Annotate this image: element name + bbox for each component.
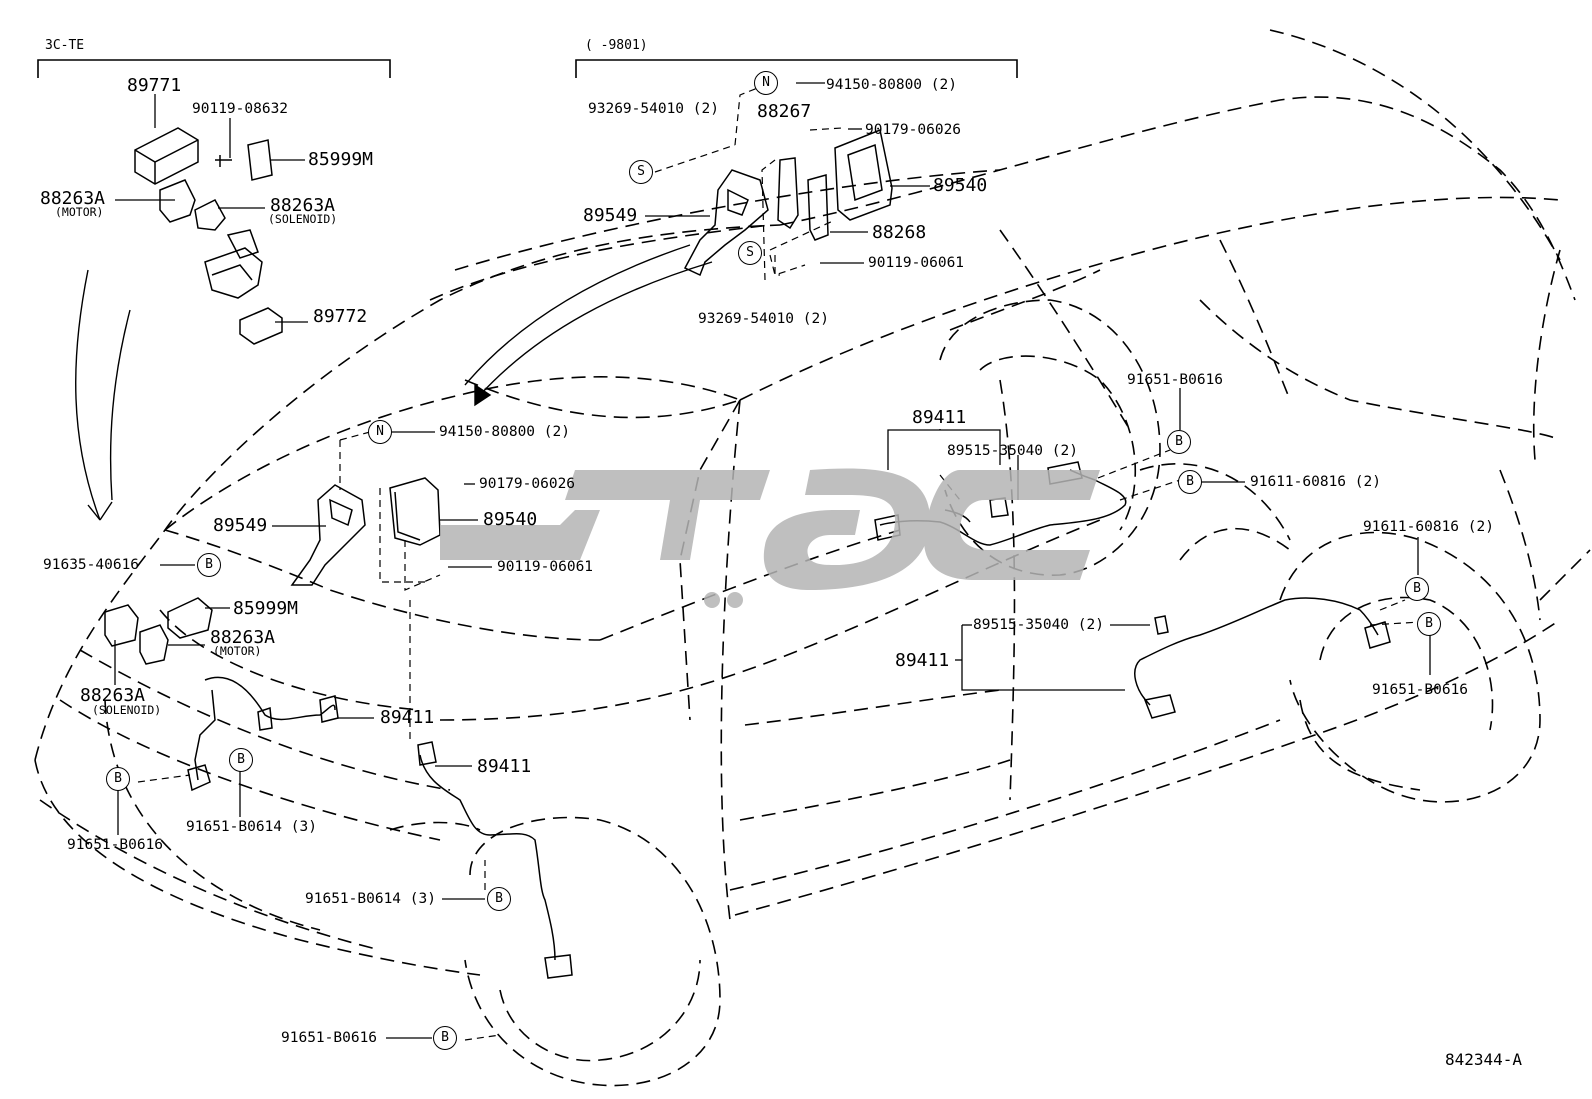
part-sublabel: (SOLENOID) [92,703,162,717]
part-label[interactable]: 89771 [127,75,182,96]
part-label[interactable]: 85999M [233,598,299,619]
bolt-marker: B [106,767,130,791]
part-label[interactable]: 89411 [380,707,435,728]
screw-marker: S [629,160,653,184]
part-label[interactable]: 89411 [477,756,532,777]
part-label[interactable]: 93269-54010 (2) [698,311,829,327]
nut-marker: N [368,420,392,444]
part-label[interactable]: 91651-B0614 (3) [305,891,436,907]
part-label[interactable]: 89540 [933,175,988,196]
part-label[interactable]: 93269-54010 (2) [588,101,719,117]
part-label[interactable]: 90119-06061 [497,559,594,575]
bolt-marker: B [229,748,253,772]
part-label[interactable]: 91611-60816 (2) [1250,474,1381,490]
part-label[interactable]: 88263A [270,195,336,216]
part-label[interactable]: 89549 [213,515,268,536]
car-outline [34,29,1591,1087]
bolt-marker: B [433,1026,457,1050]
bolt-marker: B [197,553,221,577]
part-label[interactable]: 90119-08632 [192,101,289,117]
part-label[interactable]: 89772 [313,306,368,327]
part-label[interactable]: 91611-60816 (2) [1363,519,1494,535]
part-label[interactable]: 88263A [80,685,146,706]
part-label[interactable]: 91651-B0614 (3) [186,819,317,835]
engine-header: 3C-TE [45,38,85,53]
part-label[interactable]: 91635-40616 [43,557,140,573]
part-label[interactable]: 91651-B0616 [1127,372,1224,388]
diagram-code: 842344-A [1445,1050,1523,1069]
part-label[interactable]: 85999M [308,149,374,170]
part-label[interactable]: 88268 [872,222,927,243]
part-label[interactable]: 89411 [895,650,950,671]
part-sublabel: (SOLENOID) [268,212,338,226]
assembly-lines [137,84,1421,1041]
part-label[interactable]: 91651-B0616 [281,1030,378,1046]
production-range-header: ( -9801) [585,38,648,53]
components [104,127,1391,979]
part-label[interactable]: 89411 [912,407,967,428]
part-label[interactable]: 90119-06061 [868,255,965,271]
part-label[interactable]: 89540 [483,509,538,530]
part-label[interactable]: 94150-80800 (2) [439,424,570,440]
part-label[interactable]: 89515-35040 (2) [973,617,1104,633]
part-sublabel: (MOTOR) [55,205,104,219]
bolt-marker: B [487,887,511,911]
part-label[interactable]: 88263A [40,188,106,209]
screw-marker: S [738,241,762,265]
part-label[interactable]: 90179-06026 [479,476,576,492]
bolt-marker: B [1178,470,1202,494]
nut-marker: N [754,71,778,95]
part-label[interactable]: 90179-06026 [865,122,962,138]
locator-arrows [75,244,713,521]
bolt-marker: B [1405,577,1429,601]
part-label[interactable]: 89515-35040 (2) [947,443,1078,459]
leader-lines [114,82,1431,1039]
part-label[interactable]: 89549 [583,205,638,226]
part-label[interactable]: 91651-B0616 [1372,682,1469,698]
part-label[interactable]: 91651-B0616 [67,837,164,853]
part-label[interactable]: 88263A [210,627,276,648]
part-sublabel: (MOTOR) [213,644,262,658]
part-label[interactable]: 88267 [757,101,812,122]
part-label[interactable]: 94150-80800 (2) [826,77,957,93]
header-brackets [37,59,1018,78]
bolt-marker: B [1417,612,1441,636]
bolt-marker: B [1167,430,1191,454]
